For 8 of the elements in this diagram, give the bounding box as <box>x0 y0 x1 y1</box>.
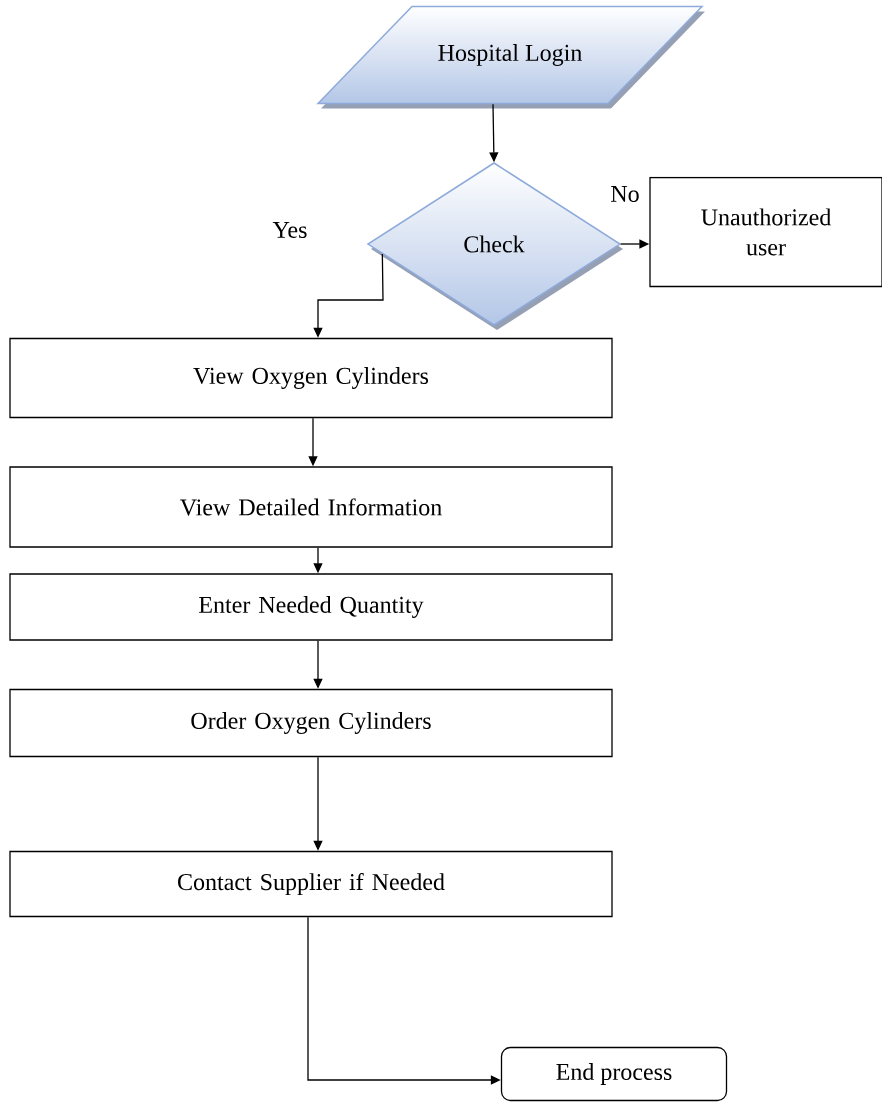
process-box: View Oxygen Cylinders <box>9 337 613 419</box>
process-box: Contact Supplier if Needed <box>9 850 613 918</box>
edge-label: Yes <box>272 222 307 238</box>
process-box: Enter Needed Quantity <box>9 573 613 641</box>
process-box: Unauthorized user <box>649 176 882 288</box>
process-box: View Detailed Information <box>9 466 613 548</box>
terminal-box: End process <box>500 1046 728 1102</box>
process-box: Order Oxygen Cylinders <box>9 688 613 758</box>
